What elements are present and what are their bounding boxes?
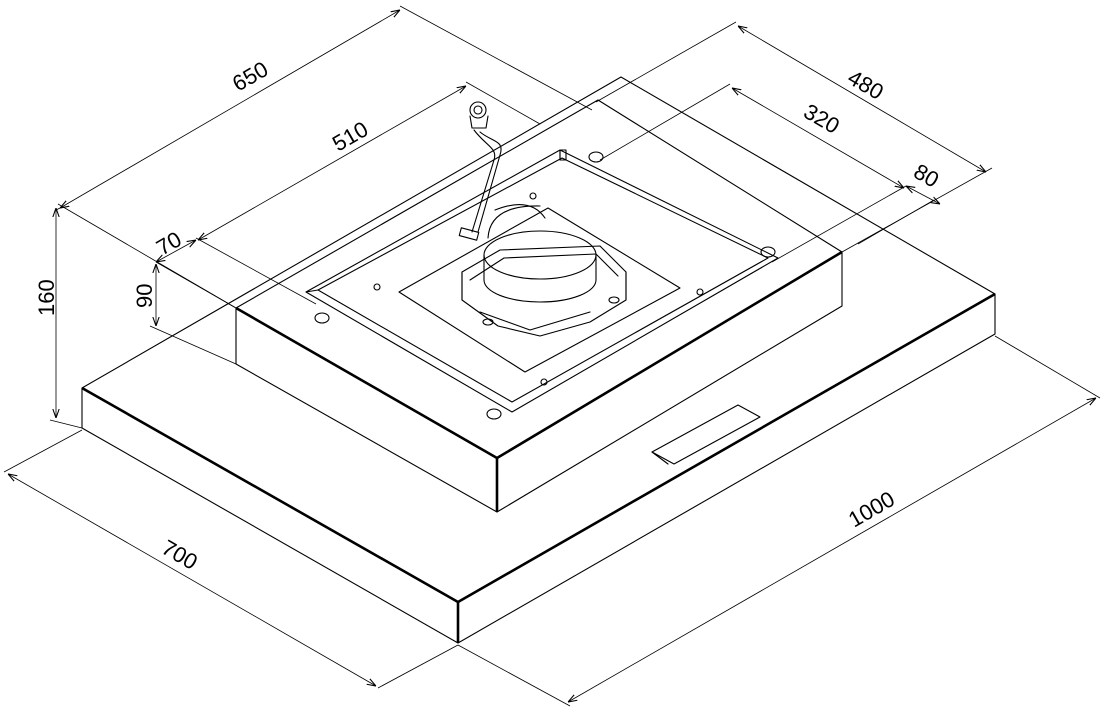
dim-label-510: 510	[328, 116, 372, 156]
screw-holes	[373, 192, 704, 386]
dimension-160: 160	[34, 208, 83, 429]
dimension-700: 700	[3, 429, 459, 689]
dim-label-160: 160	[34, 279, 59, 316]
dimension-510: 510	[195, 81, 541, 305]
dimension-480: 480	[595, 21, 993, 253]
keyhole-slots	[314, 151, 776, 420]
fan-cylinder	[483, 230, 597, 303]
dim-label-650: 650	[228, 56, 272, 96]
dimension-1000: 1000	[457, 335, 1101, 707]
dimension-80: 80	[857, 159, 944, 245]
dim-label-700: 700	[158, 535, 202, 575]
dim-label-480: 480	[844, 65, 888, 105]
dimension-90: 90	[132, 264, 237, 365]
dim-label-1000: 1000	[844, 486, 899, 532]
motor-housing	[461, 204, 627, 337]
dim-label-90: 90	[132, 284, 157, 308]
motor-base-plate	[398, 207, 681, 373]
dim-label-320: 320	[800, 99, 844, 139]
dimension-320: 320	[599, 83, 907, 263]
control-panel	[651, 404, 761, 465]
dimension-650: 650	[55, 5, 593, 309]
mounting-plate	[305, 149, 779, 413]
dimension-70: 70	[152, 226, 237, 309]
power-cable	[458, 101, 502, 241]
dim-label-70: 70	[152, 226, 186, 260]
dim-label-80: 80	[910, 159, 944, 193]
